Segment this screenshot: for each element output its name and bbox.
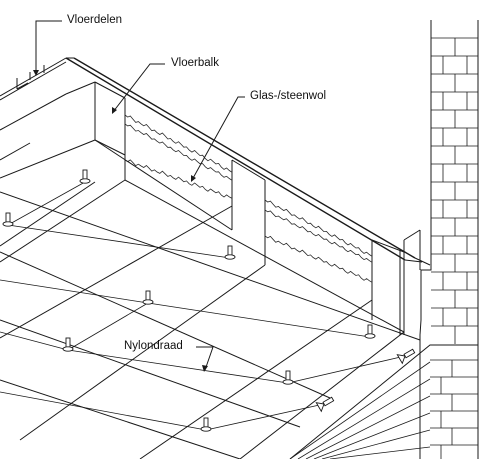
plug-icon bbox=[200, 417, 212, 432]
wall-plug-icon bbox=[315, 396, 335, 413]
brick-face-course bbox=[321, 429, 431, 459]
floor-boards bbox=[0, 57, 74, 161]
glass-stone-wool bbox=[124, 114, 373, 283]
plug-icon bbox=[364, 324, 376, 339]
label-floor-boards: Vloerdelen bbox=[67, 14, 122, 26]
leader-lines bbox=[33, 20, 245, 372]
plug-icon bbox=[282, 370, 294, 385]
brick-face-course bbox=[297, 378, 431, 459]
floor-joist bbox=[65, 57, 431, 335]
plugs bbox=[2, 169, 416, 432]
label-insulation: Glas-/steenwol bbox=[250, 90, 327, 102]
brick-face-course bbox=[313, 412, 431, 459]
label-nylon-cord: Nylondraad bbox=[124, 340, 183, 352]
brick-face-course bbox=[289, 361, 431, 459]
plug-icon bbox=[224, 245, 236, 260]
plug-icon bbox=[62, 337, 74, 352]
wall-plug-icon bbox=[396, 348, 416, 365]
plug-icon bbox=[79, 169, 91, 184]
label-floor-joist: Vloerbalk bbox=[171, 57, 219, 69]
ceiling-grid bbox=[0, 139, 421, 459]
brick-face-course bbox=[305, 395, 431, 459]
brick-face-course bbox=[329, 446, 431, 459]
plug-icon bbox=[2, 212, 14, 227]
brick-wall bbox=[289, 20, 479, 459]
plug-icon bbox=[142, 290, 154, 305]
